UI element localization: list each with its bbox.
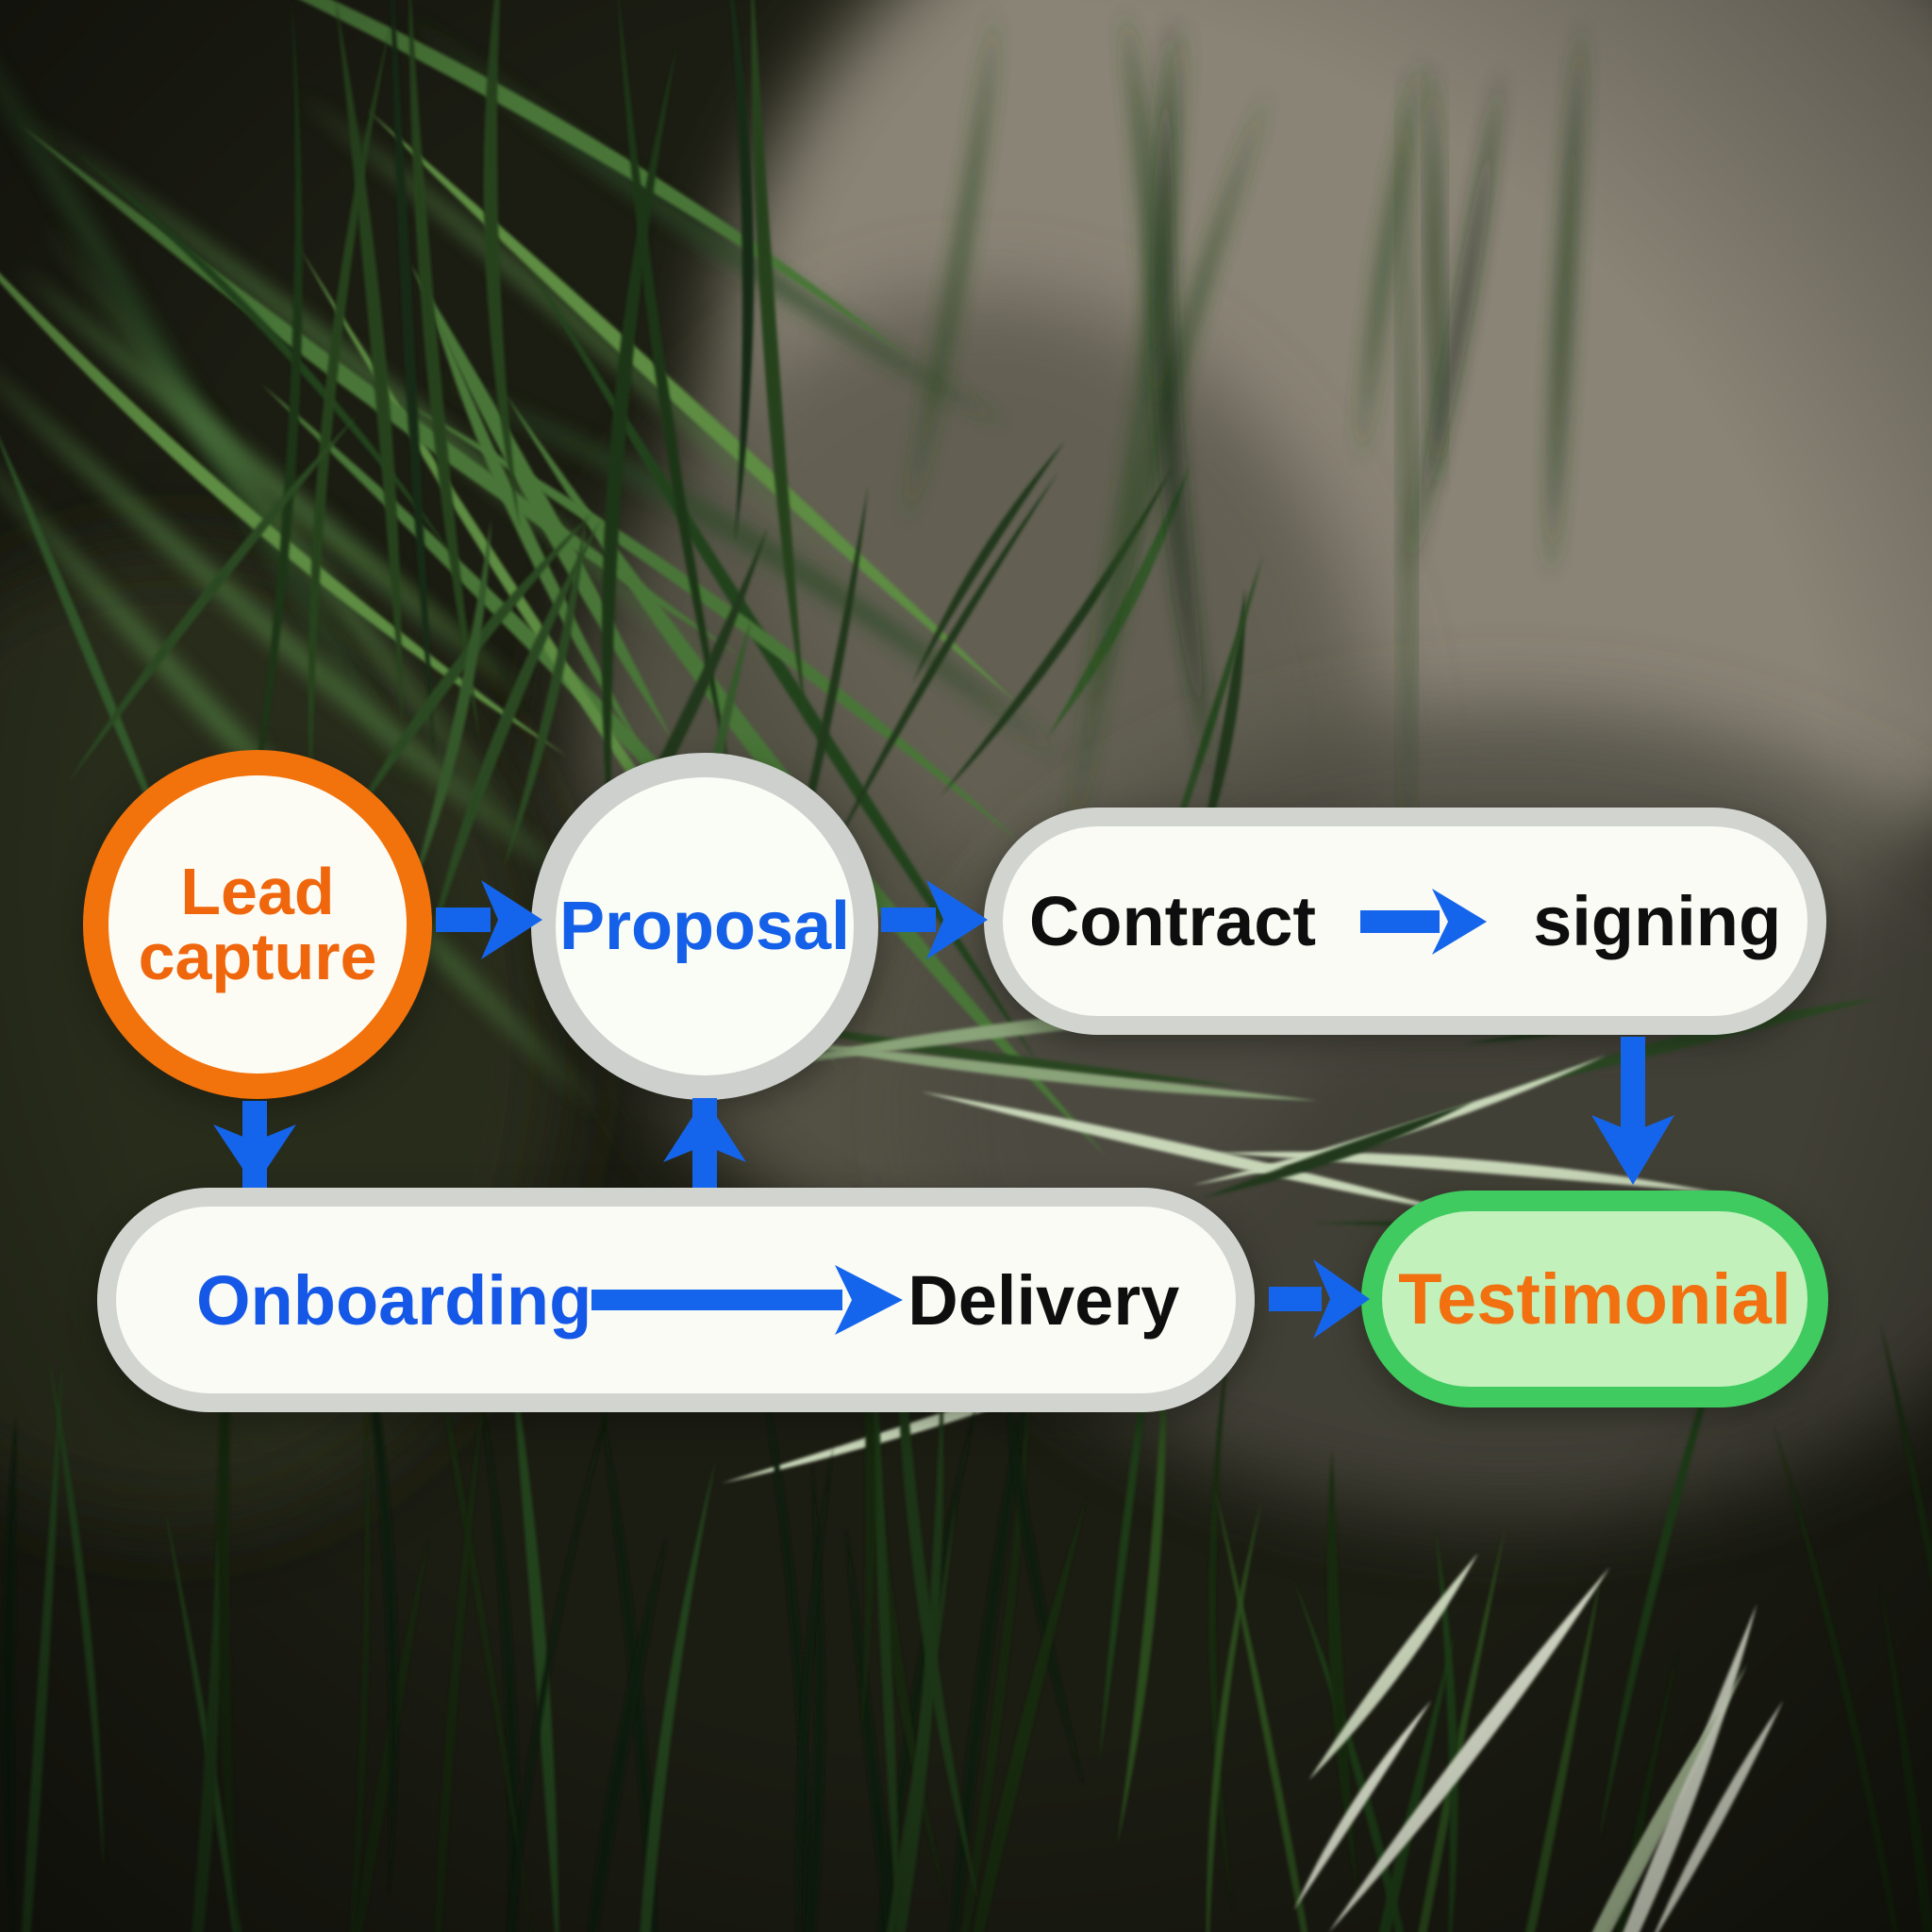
contract-word: Contract xyxy=(1028,882,1317,960)
onboarding-to-delivery-arrow-icon xyxy=(591,1265,904,1335)
contract-to-signing-arrow-icon xyxy=(1360,888,1488,955)
proposal-label: Proposal xyxy=(558,889,851,964)
signing-word: signing xyxy=(1533,882,1782,960)
node-onboarding-delivery: Onboarding Delivery xyxy=(97,1188,1255,1412)
onboarding-label: Onboarding xyxy=(196,1260,592,1340)
lead-capture-label-line2: capture xyxy=(138,920,377,993)
node-lead-capture: Lead capture xyxy=(83,750,432,1099)
node-testimonial: Testimonial xyxy=(1361,1191,1828,1407)
node-proposal: Proposal xyxy=(531,753,878,1100)
testimonial-label: Testimonial xyxy=(1398,1258,1791,1340)
node-contract-signing: Contract signing xyxy=(984,808,1826,1035)
delivery-label: Delivery xyxy=(908,1260,1180,1340)
lead-capture-label-line1: Lead xyxy=(180,855,335,929)
